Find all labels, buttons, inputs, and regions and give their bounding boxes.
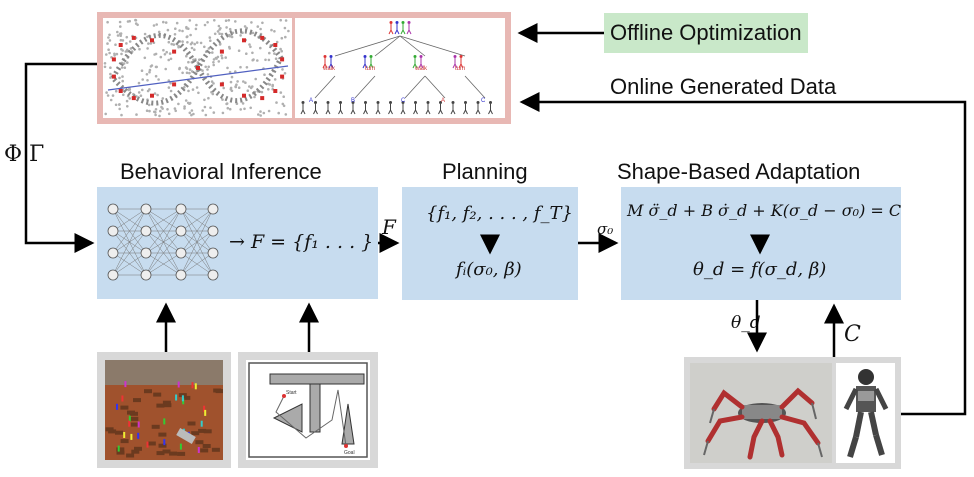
maze-map-image: Start Goal xyxy=(238,352,378,468)
tree-l1-1: turn xyxy=(365,66,375,72)
planning-box: {f₁, f₂, . . . , f_T} fᵢ(σ₀, β) xyxy=(402,187,578,300)
planning-formula-bottom: fᵢ(σ₀, β) xyxy=(456,259,522,280)
neural-network xyxy=(101,197,226,292)
edge-label-F: F xyxy=(382,215,396,239)
adaptation-title: Shape-Based Adaptation xyxy=(617,159,861,184)
maze-goal-label: Goal xyxy=(344,450,355,456)
online-data-label: Online Generated Data xyxy=(610,74,837,99)
terrain-simulation-image xyxy=(97,352,231,468)
edge-label-C: C xyxy=(844,322,861,347)
robot-photos xyxy=(684,357,901,469)
edge-label-sigma0: σ₀ xyxy=(597,220,614,238)
planning-title: Planning xyxy=(442,159,528,184)
offline-optimization-label: Offline Optimization xyxy=(604,13,808,53)
adaptation-formula-top: M σ̈_d + B σ̇_d + K(σ_d − σ₀) = C xyxy=(627,201,902,220)
tree-l2-1: B xyxy=(351,98,355,104)
tree-l1-2: walk xyxy=(414,66,428,72)
edge-label-theta-d: θ_d xyxy=(731,313,761,333)
humanoid-robot-image xyxy=(836,363,895,463)
behavior-tree: walk turn walk turn A B C A C xyxy=(295,18,505,118)
offline-panel: walk turn walk turn A B C A C xyxy=(97,12,511,124)
scatter-plot xyxy=(103,18,292,118)
inference-box: → F = {f₁ . . . } xyxy=(97,187,378,299)
inference-formula: → F = {f₁ . . . } xyxy=(229,231,374,253)
tree-l2-2: C xyxy=(401,98,406,104)
maze-start-label: Start xyxy=(286,390,297,396)
tree-l2-0: A xyxy=(309,98,313,104)
planning-formula-top: {f₁, f₂, . . . , f_T} xyxy=(426,203,573,224)
phi-gamma-label: Φ Γ xyxy=(4,142,45,167)
tree-l2-3: A xyxy=(441,98,445,104)
inference-title: Behavioral Inference xyxy=(120,159,322,184)
hexapod-robot-image xyxy=(690,363,832,463)
tree-l1-0: walk xyxy=(322,66,336,72)
tree-l1-3: turn xyxy=(455,66,465,72)
adaptation-formula-bottom: θ_d = f(σ_d, β) xyxy=(693,259,827,280)
tree-l2-4: C xyxy=(481,98,486,104)
adaptation-box: M σ̈_d + B σ̇_d + K(σ_d − σ₀) = C θ_d = … xyxy=(621,187,901,300)
